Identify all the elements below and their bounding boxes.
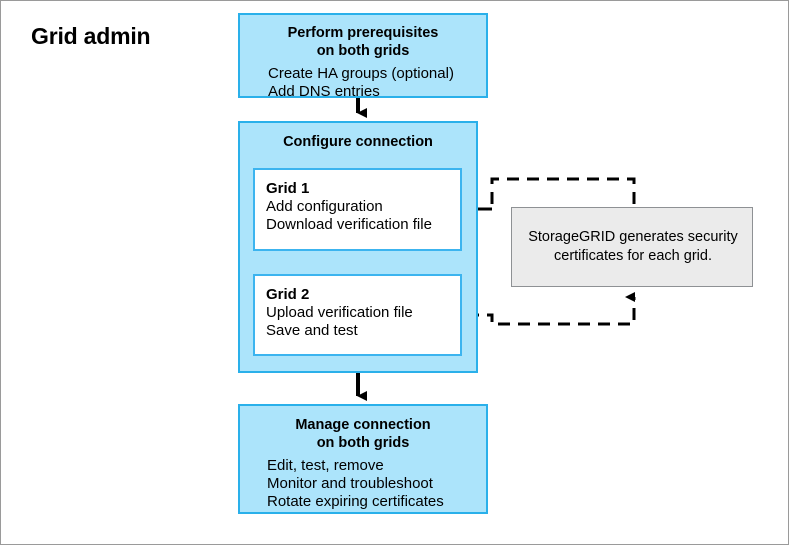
list-item: Save and test xyxy=(266,322,358,339)
node-grid1-content: Grid 1 Add configuration Download verifi… xyxy=(266,179,432,234)
node-prerequisites-header: Perform prerequisites on both grids xyxy=(240,24,486,60)
connector-note-to-grid1 xyxy=(490,177,636,244)
node-manage-header-line1: Manage connection xyxy=(295,417,431,433)
list-item: Monitor and troubleshoot xyxy=(267,475,433,492)
list-item: Create HA groups (optional) xyxy=(268,65,454,82)
node-grid2-content: Grid 2 Upload verification file Save and… xyxy=(266,285,413,340)
list-item: Rotate expiring certificates xyxy=(267,493,444,510)
list-item: Add DNS entries xyxy=(268,83,380,100)
node-grid2-label: Grid 2 xyxy=(266,286,310,303)
node-prerequisites-items: Create HA groups (optional) Add DNS entr… xyxy=(268,65,454,101)
node-manage-header: Manage connection on both grids xyxy=(240,416,486,452)
list-item: Upload verification file xyxy=(266,304,413,321)
node-grid2[interactable]: Grid 2 Upload verification file Save and… xyxy=(253,274,462,356)
node-manage-items: Edit, test, remove Monitor and troublesh… xyxy=(267,457,444,511)
note-text: StorageGRID generates security certifica… xyxy=(520,228,746,266)
node-prerequisites-header-line1: Perform prerequisites xyxy=(287,25,439,41)
note-storagegrid-certificates: StorageGRID generates security certifica… xyxy=(511,207,753,287)
list-item: Add configuration xyxy=(266,198,383,215)
node-prerequisites-header-line2: on both grids xyxy=(316,43,410,59)
node-manage-header-line2: on both grids xyxy=(316,435,410,451)
note-text-line1: StorageGRID generates security xyxy=(528,229,738,245)
node-configure-header: Configure connection xyxy=(283,134,433,150)
connector-grid2-to-note xyxy=(467,292,636,326)
node-grid1-label: Grid 1 xyxy=(266,180,310,197)
list-item: Edit, test, remove xyxy=(267,457,384,474)
lane-title: Grid admin xyxy=(31,23,151,49)
list-item: Download verification file xyxy=(266,216,432,233)
node-grid1[interactable]: Grid 1 Add configuration Download verifi… xyxy=(253,168,462,251)
node-manage-connection[interactable]: Manage connection on both grids Edit, te… xyxy=(238,404,488,514)
node-perform-prerequisites[interactable]: Perform prerequisites on both grids Crea… xyxy=(238,13,488,101)
note-text-line2: certificates for each grid. xyxy=(554,248,712,264)
